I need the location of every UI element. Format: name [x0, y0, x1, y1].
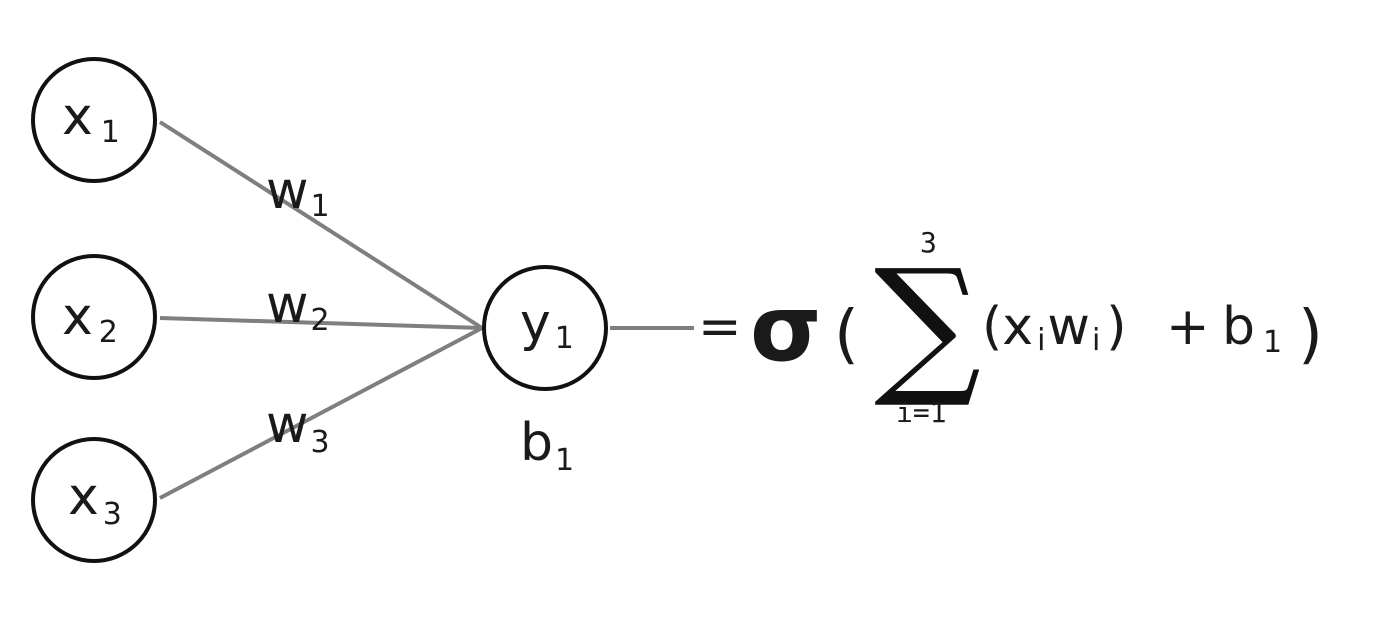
equals-sign: = — [698, 297, 742, 357]
input-node-x2 — [31, 254, 157, 380]
input-node-x1 — [31, 57, 157, 183]
activation-sigma: σ — [750, 275, 822, 382]
weight-label-w3: w3 — [266, 395, 330, 460]
input-node-x3 — [31, 437, 157, 563]
summation-symbol: ∑ — [874, 238, 981, 412]
weight-label-w1: w1 — [266, 161, 330, 224]
summation-lower-limit: i=1 — [896, 396, 947, 429]
close-paren: ) — [1298, 298, 1323, 372]
weight-label-w2: w2 — [266, 275, 330, 338]
open-paren: ( — [834, 298, 859, 372]
summation-upper-limit: 3 — [920, 226, 937, 259]
output-node-y1 — [482, 265, 608, 391]
bias-label-b1: b1 — [520, 413, 574, 478]
edge-x3-y1 — [159, 326, 483, 500]
edge-x1-y1 — [158, 120, 484, 330]
edge-x2-y1 — [159, 316, 483, 330]
plus-sign: + — [1166, 297, 1210, 357]
